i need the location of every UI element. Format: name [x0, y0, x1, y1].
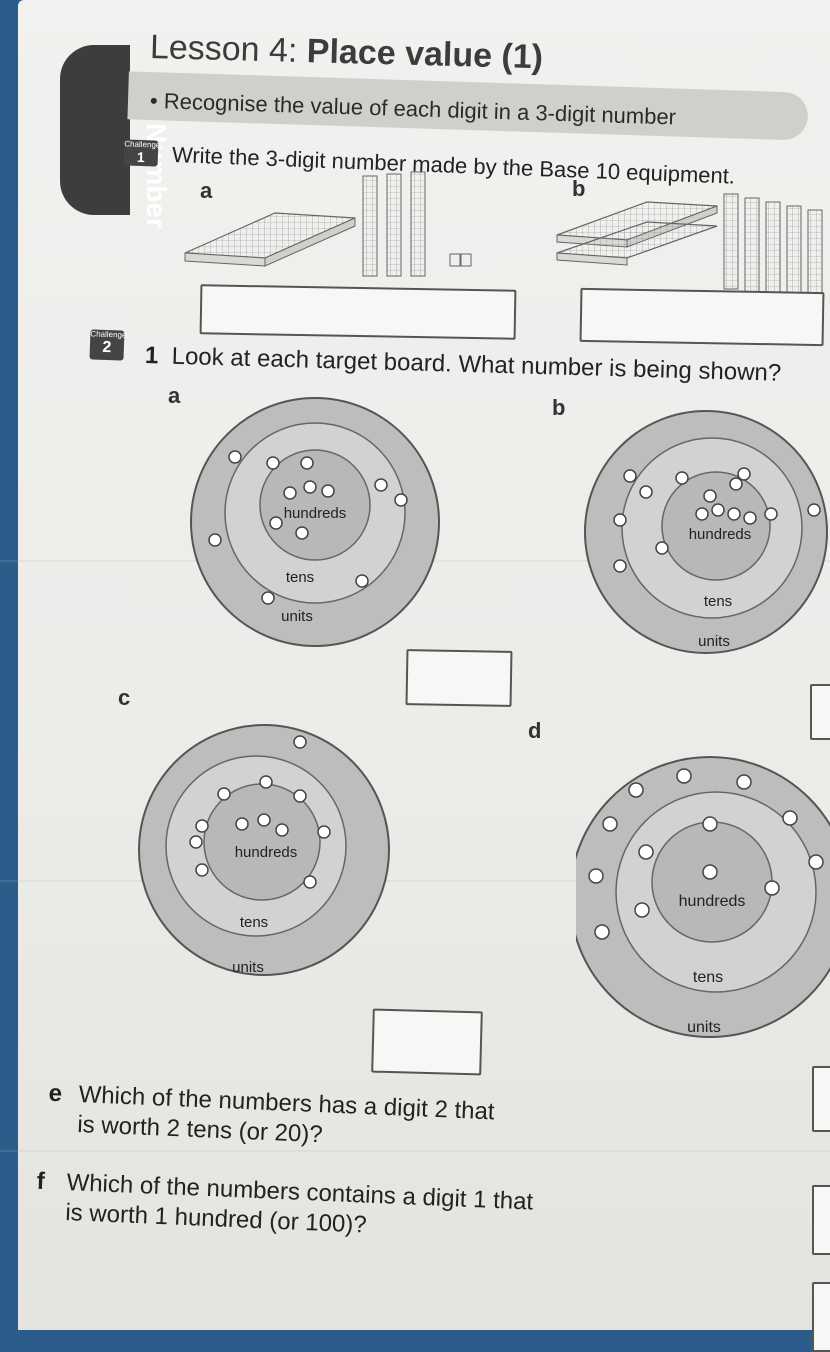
hundreds-ring — [259, 449, 371, 561]
section-tab: Number — [60, 45, 172, 229]
counter — [300, 456, 314, 470]
part-a-label-2: a — [168, 383, 181, 408]
part-b-label-2: b — [552, 395, 566, 420]
units-label: units — [232, 959, 264, 976]
tens-label: tens — [240, 914, 268, 931]
counter — [355, 574, 369, 588]
counter — [228, 450, 242, 464]
tens-label: tens — [704, 593, 732, 610]
target-board-b: hundreds tens units — [582, 408, 830, 661]
answer-box-2a[interactable] — [405, 649, 513, 707]
counter — [208, 533, 222, 547]
challenge-2-badge: Challenge 2 — [89, 329, 127, 361]
units-label: units — [687, 1019, 721, 1036]
target-board-d: hundreds tens units — [569, 752, 830, 1047]
hundreds-label: hundreds — [689, 526, 752, 543]
units-label: units — [281, 608, 313, 625]
part-a-label-1: a — [200, 178, 213, 203]
answer-box-f[interactable] — [812, 1282, 830, 1352]
answer-box-1b[interactable] — [579, 287, 825, 347]
part-b-label-1: b — [572, 176, 586, 201]
counter — [303, 480, 317, 494]
hundreds-label: hundreds — [679, 893, 746, 910]
hundreds-label: hundreds — [235, 844, 298, 861]
counter — [394, 493, 408, 507]
target-board-a: hundreds tens units — [188, 395, 442, 654]
answer-box-2d[interactable] — [812, 1066, 830, 1132]
target-board-c: hundreds tens units — [136, 722, 392, 983]
answer-box-2b[interactable] — [810, 684, 830, 740]
units-label: units — [698, 633, 730, 650]
counter — [269, 516, 283, 530]
counter — [295, 526, 309, 540]
base10-equipment-b — [556, 193, 823, 306]
counter — [283, 486, 297, 500]
tens-label: tens — [286, 569, 314, 586]
counter — [321, 484, 335, 498]
section-tab-label: Number — [141, 123, 172, 229]
answer-box-2c[interactable] — [371, 1008, 483, 1076]
tens-label: tens — [693, 969, 723, 986]
answer-box-e[interactable] — [812, 1185, 830, 1255]
challenge-1-badge: Challenge 1 — [123, 139, 161, 167]
hundreds-label: hundreds — [284, 505, 347, 522]
counter — [266, 456, 280, 470]
part-d-label-2: d — [528, 718, 542, 743]
counter — [261, 591, 275, 605]
counter — [374, 478, 388, 492]
part-c-label-2: c — [118, 685, 131, 710]
answer-box-1a[interactable] — [199, 284, 517, 340]
base10-equipment-a — [184, 171, 472, 277]
